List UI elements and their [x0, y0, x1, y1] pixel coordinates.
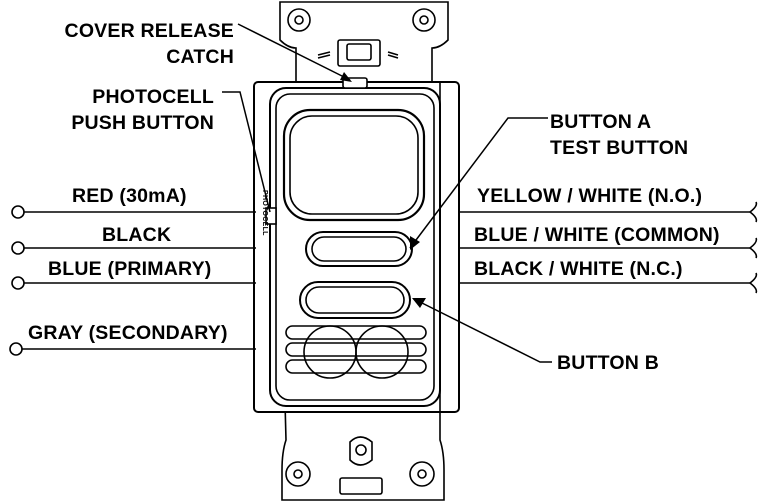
sensor-lens [282, 108, 426, 222]
strap-screw-hole-icon [287, 8, 311, 32]
wire-end-terminal-icon [11, 276, 25, 290]
arrow-icon [340, 72, 352, 82]
photocell-push-button[interactable] [265, 207, 277, 225]
label-line: PHOTOCELL [92, 86, 214, 108]
left-wires [9, 205, 256, 356]
wire-end-terminal-icon [11, 205, 25, 219]
wire-end-terminal-icon [11, 241, 25, 255]
arrow-icon [412, 298, 426, 308]
cover-release-catch-label: COVER RELEASE CATCH [20, 18, 234, 70]
wire-label-red: RED (30mA) [72, 185, 187, 207]
arrow-icon [410, 236, 420, 250]
button-a-label: BUTTON A TEST BUTTON [550, 109, 688, 161]
wire-label-black: BLACK [102, 224, 172, 246]
wire-label-black-white: BLACK / WHITE (N.C.) [474, 258, 683, 280]
wire-label-blue: BLUE (PRIMARY) [48, 258, 212, 280]
arrowheads [340, 72, 426, 308]
sensor-body [253, 77, 460, 413]
photocell-side-text: PHOTOCELL [261, 190, 268, 236]
strap-screw-hole-icon [409, 461, 435, 487]
button-b[interactable] [299, 281, 411, 319]
wire-frayed-end-icon [749, 237, 758, 259]
button-a[interactable] [305, 231, 413, 267]
label-line: COVER RELEASE [64, 20, 234, 42]
strap-screw-hole-icon [412, 8, 436, 32]
wire-label-blue-white: BLUE / WHITE (COMMON) [474, 224, 720, 246]
mounting-strap [279, 1, 449, 501]
leader-lines [222, 23, 552, 363]
strap-screw-hole-icon [285, 461, 311, 487]
button-b-label: BUTTON B [557, 352, 659, 374]
label-line: CATCH [166, 46, 234, 68]
label-line: BUTTON A [550, 111, 652, 133]
wire-frayed-end-icon [749, 201, 758, 223]
wire-label-yellow-white: YELLOW / WHITE (N.O.) [477, 185, 703, 207]
photocell-push-button-label: PHOTOCELL PUSH BUTTON [20, 84, 214, 136]
wire-end-terminal-icon [9, 342, 23, 356]
wire-frayed-end-icon [749, 272, 758, 294]
wire-label-gray: GRAY (SECONDARY) [28, 322, 228, 344]
label-line: TEST BUTTON [550, 137, 689, 159]
right-wires [459, 201, 758, 294]
speaker-grille [285, 325, 427, 379]
label-line: PUSH BUTTON [71, 112, 214, 134]
